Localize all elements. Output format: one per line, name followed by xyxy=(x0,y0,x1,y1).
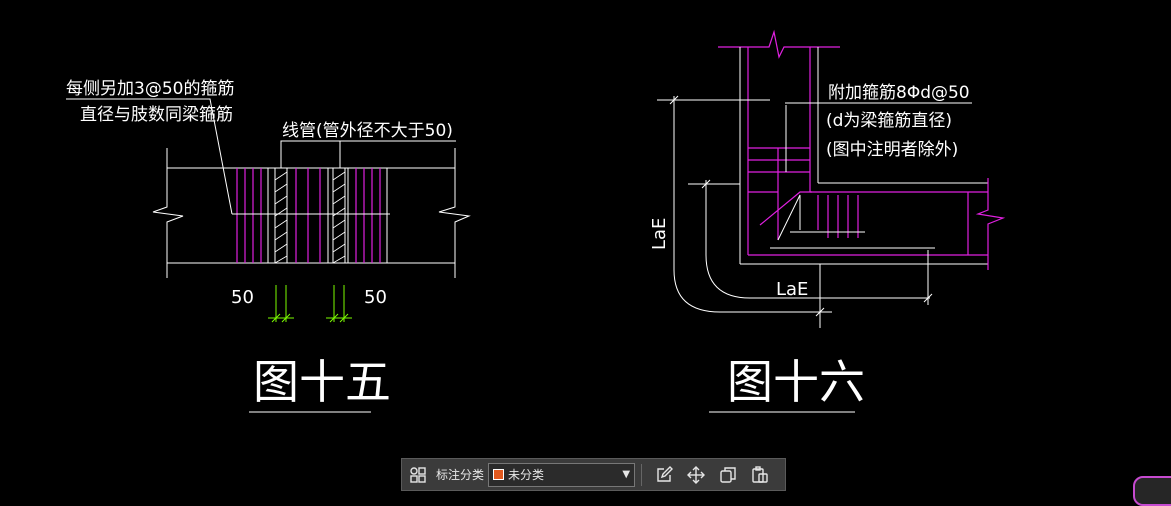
figure-16: 附加箍筋8Φd@50 (d为梁箍筋直径) (图中注明者除外) LaE LaE 图… xyxy=(649,29,1006,413)
copy-icon[interactable] xyxy=(715,462,741,488)
corner-widget[interactable] xyxy=(1133,476,1171,506)
fig16-beam xyxy=(740,178,1006,270)
fig16-column xyxy=(718,29,840,264)
fig15-conduit-note: 线管(管外径不大于50) xyxy=(282,121,453,141)
paste-icon[interactable] xyxy=(747,462,773,488)
category-value: 未分类 xyxy=(508,468,545,482)
cad-drawing-canvas[interactable]: 每侧另加3@50的箍筋 直径与肢数同梁箍筋 线管(管外径不大于50) 50 50… xyxy=(0,0,1171,491)
fig15-beam-outline xyxy=(152,148,471,278)
chevron-down-icon: ▼ xyxy=(622,469,631,480)
fig16-dim-horizontal: LaE xyxy=(776,279,808,300)
figure-15: 每侧另加3@50的箍筋 直径与肢数同梁箍筋 线管(管外径不大于50) 50 50… xyxy=(66,79,471,413)
fig15-leaders xyxy=(66,98,456,215)
toolbar-divider xyxy=(641,463,643,486)
fig15-conduits xyxy=(274,167,346,264)
fig15-dimension xyxy=(268,285,352,323)
move-icon[interactable] xyxy=(683,462,709,488)
fig15-dim-right: 50 xyxy=(364,287,387,308)
category-label: 标注分类 xyxy=(436,468,485,482)
category-color-swatch xyxy=(493,469,505,480)
fig16-note-line3: (图中注明者除外) xyxy=(826,140,958,160)
fig15-caption: 图十五 xyxy=(253,355,391,409)
fig16-caption: 图十六 xyxy=(727,355,865,409)
fig16-dimensions xyxy=(657,95,972,328)
fig16-joint-stirrups xyxy=(748,105,865,241)
fig15-stirrups xyxy=(236,168,381,263)
fig15-note-line1: 每侧另加3@50的箍筋 xyxy=(66,79,234,99)
category-select[interactable]: 未分类 ▼ xyxy=(488,462,636,487)
annotation-toolbar: 标注分类 未分类 ▼ xyxy=(401,458,786,491)
fig15-dim-left: 50 xyxy=(231,287,254,308)
fig15-beam-stirrups xyxy=(232,168,390,263)
fig16-dim-vertical: LaE xyxy=(649,218,670,250)
edit-icon[interactable] xyxy=(651,462,677,488)
fig15-note-line2: 直径与肢数同梁箍筋 xyxy=(80,105,233,125)
grid-icon[interactable] xyxy=(405,462,431,488)
fig16-note-line1: 附加箍筋8Φd@50 xyxy=(828,83,970,103)
fig16-note-line2: (d为梁箍筋直径) xyxy=(826,111,952,131)
